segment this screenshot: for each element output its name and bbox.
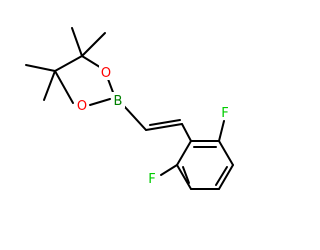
bond-ring-aromatic-3: [182, 166, 190, 184]
bond-methyl-4: [43, 70, 56, 101]
fluorine-bottom-atom: F: [146, 170, 158, 187]
bond-vinyl-double-outer: [145, 123, 183, 131]
bond-vinyl-double-inner: [149, 119, 181, 126]
fluorine-bottom-label: F: [148, 172, 155, 187]
bond-b-o-bottom: [89, 98, 111, 106]
bonds: [25, 27, 234, 190]
oxygen-bottom-atom: O: [75, 97, 89, 114]
bond-methyl-2: [81, 32, 106, 57]
bond-ring-2: [218, 140, 234, 166]
boron-atom: B: [111, 92, 125, 109]
oxygen-top-atom: O: [99, 64, 113, 81]
bond-c-f-top: [218, 120, 225, 142]
bond-methyl-3: [25, 64, 56, 72]
bond-ring-3: [218, 164, 234, 190]
fluorine-top-atom: F: [219, 104, 231, 121]
bond-ring-6: [176, 140, 192, 166]
oxygen-top-label: O: [101, 66, 111, 81]
bond-b-c-vinyl: [123, 105, 147, 131]
fluorine-top-label: F: [221, 106, 228, 121]
atom-labels: O O B F F: [75, 64, 231, 187]
bond-ring-5: [176, 164, 192, 190]
oxygen-bottom-label: O: [77, 99, 87, 114]
bond-methyl-1: [71, 27, 83, 57]
boron-label: B: [114, 94, 123, 109]
bond-ring-aromatic-2: [215, 166, 228, 186]
bond-c-f-bottom: [160, 164, 178, 176]
bond-c-c-ring: [54, 55, 83, 72]
bond-vinyl-aryl: [181, 123, 192, 142]
bond-o-c-bottom: [54, 70, 74, 104]
chemical-structure-drawing: O O B F F: [25, 27, 234, 190]
